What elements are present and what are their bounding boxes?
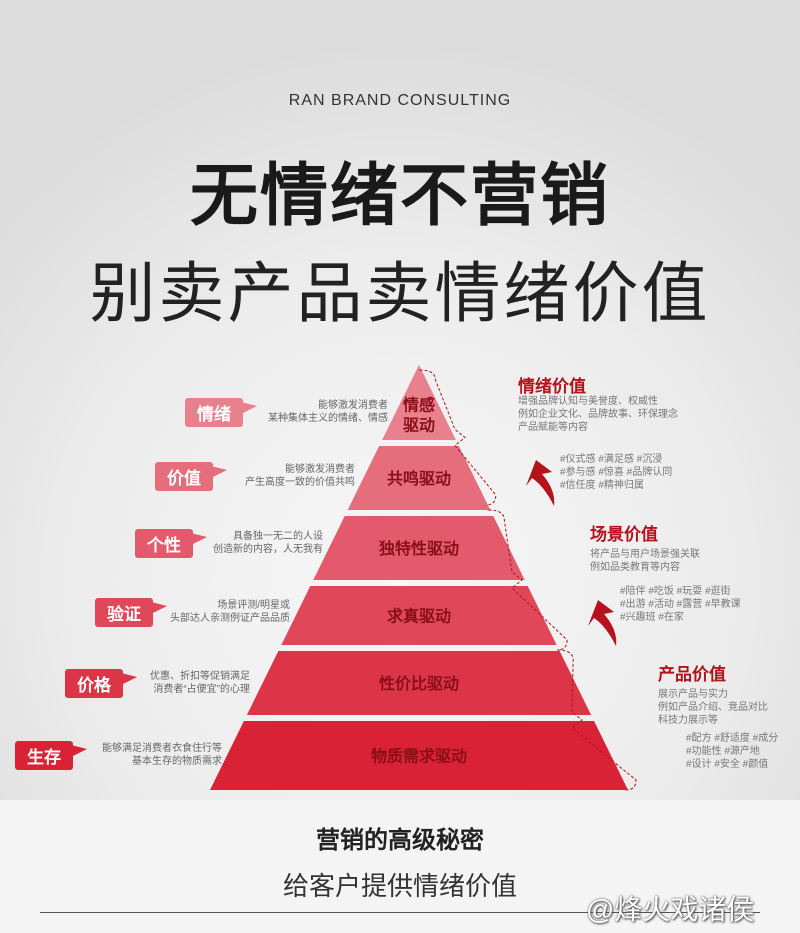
pyramid-layer-label: 共鸣驱动 [387, 469, 451, 488]
value-description: 增强品牌认知与美誉度、权威性例如企业文化、品牌故事、环保理念产品赋能等内容 [518, 396, 678, 433]
bracket [557, 649, 637, 791]
pyramid-layer [382, 365, 456, 440]
pyramid-layer-label: 求真驱动 [387, 607, 451, 626]
page-title: 无情绪不营销 [189, 158, 610, 234]
layer-description: 能够激发消费者某种集体主义的情绪、情感 [268, 400, 388, 424]
tag-1: 价值 [155, 462, 227, 491]
value-hashtags: #陪伴 #吃饭 #玩耍 #逛街#出游 #活动 #露营 #早教课#兴趣班 #在家 [620, 586, 741, 623]
value-hashtags: #配方 #舒适度 #成分#功能性 #源产地#设计 #安全 #颜值 [686, 733, 779, 770]
pyramid-layer [347, 446, 491, 510]
tag-0: 情绪 [185, 398, 257, 427]
pyramid-layer-label: 情感 [403, 396, 435, 415]
value-hashtags: #仪式感 #满足感 #沉浸#参与感 #惊喜 #品牌认同#信任度 #精神归属 [560, 454, 673, 491]
bracket [419, 369, 497, 506]
layer-description: 具备独一无二的人设创造新的内容，人无我有 [213, 531, 323, 555]
curved-arrow-up-icon [588, 600, 617, 646]
value-heading: 情绪价值 [518, 377, 586, 396]
watermark: @烽火戏诸侯 [586, 894, 755, 925]
pyramid-layer-label: 独特性驱动 [379, 539, 459, 558]
bottom-subheading: 给客户提供情绪价值 [282, 871, 517, 901]
layer-description: 场景评测/明星或头部达人亲测例证产品品质 [170, 600, 290, 624]
layer-description: 能够激发消费者产生高度一致的价值共鸣 [245, 464, 355, 488]
bottom-panel [0, 800, 800, 933]
tag-3: 验证 [95, 598, 167, 627]
value-heading: 产品价值 [658, 665, 726, 684]
pyramid-layer-label: 性价比驱动 [379, 674, 459, 693]
page-subtitle: 别卖产品卖情绪价值 [89, 256, 711, 330]
value-heading: 场景价值 [590, 525, 658, 544]
tag-2: 个性 [135, 529, 207, 558]
layer-description: 优惠、折扣等促销满足消费者“占便宜”的心理 [150, 671, 250, 695]
pyramid-layer [281, 586, 557, 645]
divider [40, 912, 760, 913]
tag-5: 生存 [15, 741, 87, 770]
pyramid-layer [210, 721, 628, 790]
bottom-heading: 营销的高级秘密 [316, 827, 484, 854]
pyramid-layer-label: 物质需求驱动 [371, 747, 467, 766]
pyramid-layer-label: 驱动 [403, 417, 435, 435]
brand-name: RAN BRAND CONSULTING [288, 92, 512, 109]
pyramid-layer [246, 651, 592, 715]
value-description: 将产品与用户场景强关联例如品类教育等内容 [590, 549, 700, 573]
pyramid-layer [313, 516, 525, 580]
value-description: 展示产品与实力例如产品介绍、竞品对比科技力展示等 [658, 689, 768, 726]
bracket [488, 509, 568, 651]
curved-arrow-up-icon [526, 460, 555, 506]
tag-4: 价格 [65, 669, 137, 698]
layer-description: 能够满足消费者衣食住行等基本生存的物质需求 [102, 743, 222, 767]
